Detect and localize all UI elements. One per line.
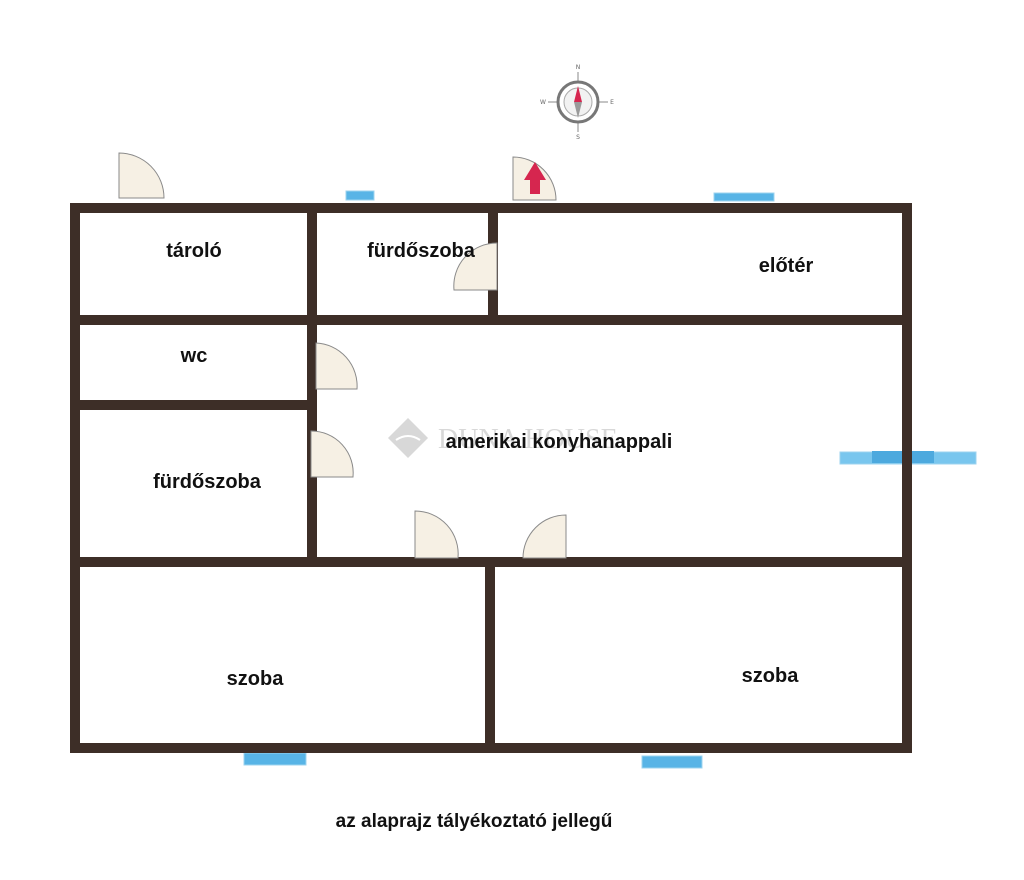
compass-n-label: N — [576, 64, 581, 71]
door — [414, 510, 459, 559]
door — [310, 430, 354, 478]
room-label-tarolo: tároló — [166, 240, 222, 262]
room-label-furdoszoba-top: fürdőszoba — [367, 240, 476, 262]
compass-s-label: S — [576, 134, 580, 141]
compass-icon: N S E W — [540, 64, 614, 141]
room-label-szoba-left: szoba — [227, 668, 285, 690]
entrance-arrow-icon — [524, 162, 546, 194]
room-label-furdoszoba-left: fürdőszoba — [153, 471, 262, 493]
footer-note: az alaprajz tályékoztató jellegű — [336, 811, 613, 832]
watermark: DUNA HOUSE — [388, 418, 618, 458]
room-label-wc: wc — [180, 345, 208, 367]
watermark-text: DUNA HOUSE — [438, 424, 618, 455]
window — [641, 755, 703, 769]
door — [453, 242, 498, 291]
room-label-szoba-right: szoba — [742, 665, 800, 687]
door — [315, 342, 358, 390]
room-label-amerikai-konyhanappali: amerikai konyhanappali — [446, 431, 673, 453]
compass-w-label: W — [540, 99, 546, 106]
windows — [243, 190, 977, 769]
door — [522, 514, 567, 559]
window — [243, 752, 307, 766]
window — [345, 190, 375, 201]
window — [713, 192, 775, 202]
duna-house-logo-icon — [388, 418, 428, 458]
walls — [70, 203, 912, 753]
room-label-eloter: előtér — [759, 255, 814, 277]
compass-e-label: E — [610, 99, 614, 106]
door — [118, 152, 165, 199]
